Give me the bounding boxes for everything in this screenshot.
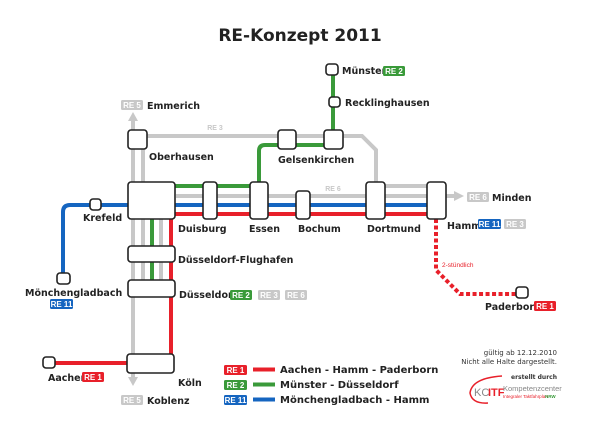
svg-text:RE 6: RE 6 [287,291,305,300]
legend: RE 1 Aachen - Hamm - Paderborn RE 2 Müns… [224,365,438,406]
station-duesseldorf[interactable] [127,279,176,298]
station-duisburg-hub[interactable] [127,181,176,220]
stops-note: Nicht alle Halte dargestellt. [461,358,557,366]
re3-line-label: RE 3 [207,125,223,132]
arrow-up-icon [128,112,138,121]
station-recklinghausen[interactable] [328,96,341,108]
station-dortmund[interactable] [365,181,386,220]
svg-text:RE 6: RE 6 [469,193,487,202]
arrow-right-icon [454,191,464,201]
frequency-label: 2-stündlich [442,262,474,269]
validity-note: gültig ab 12.12.2010 [484,349,557,357]
label-paderborn: Paderborn [485,302,541,313]
station-koeln[interactable] [126,353,175,374]
station-gelsenkirchen-west[interactable] [277,129,297,150]
legend-item-re2: RE 2 Münster - Düsseldorf [224,380,399,391]
station-muenster[interactable] [325,63,339,76]
badge-re5-koblenz: RE 5 [121,395,143,405]
label-minden: Minden [492,193,532,204]
svg-text:RE 11: RE 11 [479,220,501,229]
label-duisburg: Duisburg [178,224,227,235]
badge-re1-aachen: RE 1 [82,372,104,382]
badge-re6-minden: RE 6 [467,192,489,202]
svg-text:Mönchengladbach - Hamm: Mönchengladbach - Hamm [280,395,429,406]
badge-re11-hamm: RE 11 [478,219,501,229]
label-emmerich: Emmerich [147,101,200,112]
kcitf-logo: KC ITF Kompetenzcenter Integraler Taktfa… [469,375,562,404]
station-bochum[interactable] [295,190,311,220]
badge-re2-duesseldorf: RE 2 [230,290,252,300]
label-gelsenkirchen: Gelsenkirchen [278,155,354,166]
svg-text:Aachen - Hamm - Paderborn: Aachen - Hamm - Paderborn [280,365,438,376]
label-dortmund: Dortmund [367,224,421,235]
arrow-down-icon [128,377,138,386]
badge-re2-muenster: RE 2 [383,66,405,76]
svg-text:RE 1: RE 1 [84,373,102,382]
badge-re5-emmerich: RE 5 [121,100,143,110]
re1-dotted-paderborn [434,219,516,296]
badge-re1-paderborn: RE 1 [534,301,556,311]
re3-line [143,134,378,182]
legend-item-re11: RE 11 Mönchengladbach - Hamm [224,395,429,406]
label-koblenz: Koblenz [147,396,190,407]
svg-text:RE 5: RE 5 [123,396,141,405]
label-krefeld: Krefeld [83,213,122,224]
station-duesseldorf-flughafen[interactable] [127,245,176,263]
gray-lines [128,112,464,386]
svg-text:RE 2: RE 2 [385,67,403,76]
svg-text:Kompetenzcenter: Kompetenzcenter [503,384,562,393]
svg-text:RE 3: RE 3 [260,291,278,300]
label-essen: Essen [249,224,280,235]
svg-text:RE 3: RE 3 [506,220,524,229]
label-hamm: Hamm [447,221,481,232]
label-aachen: Aachen [48,373,88,384]
label-duesseldorf-flughafen: Düsseldorf-Flughafen [178,255,294,266]
re6-line-label: RE 6 [325,186,341,193]
badge-re11-moenchengladbach: RE 11 [50,299,73,309]
svg-text:ITF: ITF [488,387,505,399]
badge-re6-duesseldorf: RE 6 [285,290,307,300]
svg-text:RE 2: RE 2 [232,291,250,300]
label-muenster: Münster [342,66,387,77]
svg-text:KC: KC [474,387,489,399]
svg-text:RE 5: RE 5 [123,101,141,110]
legend-item-re1: RE 1 Aachen - Hamm - Paderborn [224,365,438,376]
svg-text:RE 11: RE 11 [225,396,247,405]
svg-text:RE 2: RE 2 [227,381,245,390]
station-paderborn[interactable] [515,286,529,299]
station-duisburg[interactable] [202,181,218,220]
svg-text:RE 1: RE 1 [227,366,245,375]
station-oberhausen[interactable] [127,129,148,150]
re1-line [55,212,516,365]
station-gelsenkirchen-east[interactable] [323,129,344,150]
svg-text:RE 1: RE 1 [536,302,554,311]
station-hamm[interactable] [426,181,447,220]
label-recklinghausen: Recklinghausen [345,98,430,109]
svg-text:Integraler Taktfahrplan: Integraler Taktfahrplan [503,394,548,399]
label-bochum: Bochum [298,224,341,235]
badge-re3-duesseldorf: RE 3 [258,290,280,300]
label-duesseldorf: Düsseldorf [179,290,238,301]
badges: RE 2 RE 5 RE 6 RE 11 RE 3 RE 11 RE 2 RE … [50,66,556,405]
label-oberhausen: Oberhausen [149,152,214,163]
station-essen[interactable] [249,181,269,220]
badge-re3-hamm: RE 3 [504,219,526,229]
svg-text:RE 11: RE 11 [51,300,73,309]
svg-text:NRW: NRW [545,394,556,399]
created-by-label: erstellt durch [511,374,557,381]
label-koeln: Köln [178,378,202,389]
footer: gültig ab 12.12.2010 Nicht alle Halte da… [461,349,562,404]
station-moenchengladbach[interactable] [56,272,71,285]
label-moenchengladbach: Mönchengladbach [25,288,122,299]
station-aachen[interactable] [42,356,56,369]
svg-text:Münster - Düsseldorf: Münster - Düsseldorf [280,380,399,391]
station-krefeld[interactable] [89,198,102,211]
page-title: RE-Konzept 2011 [218,26,381,46]
